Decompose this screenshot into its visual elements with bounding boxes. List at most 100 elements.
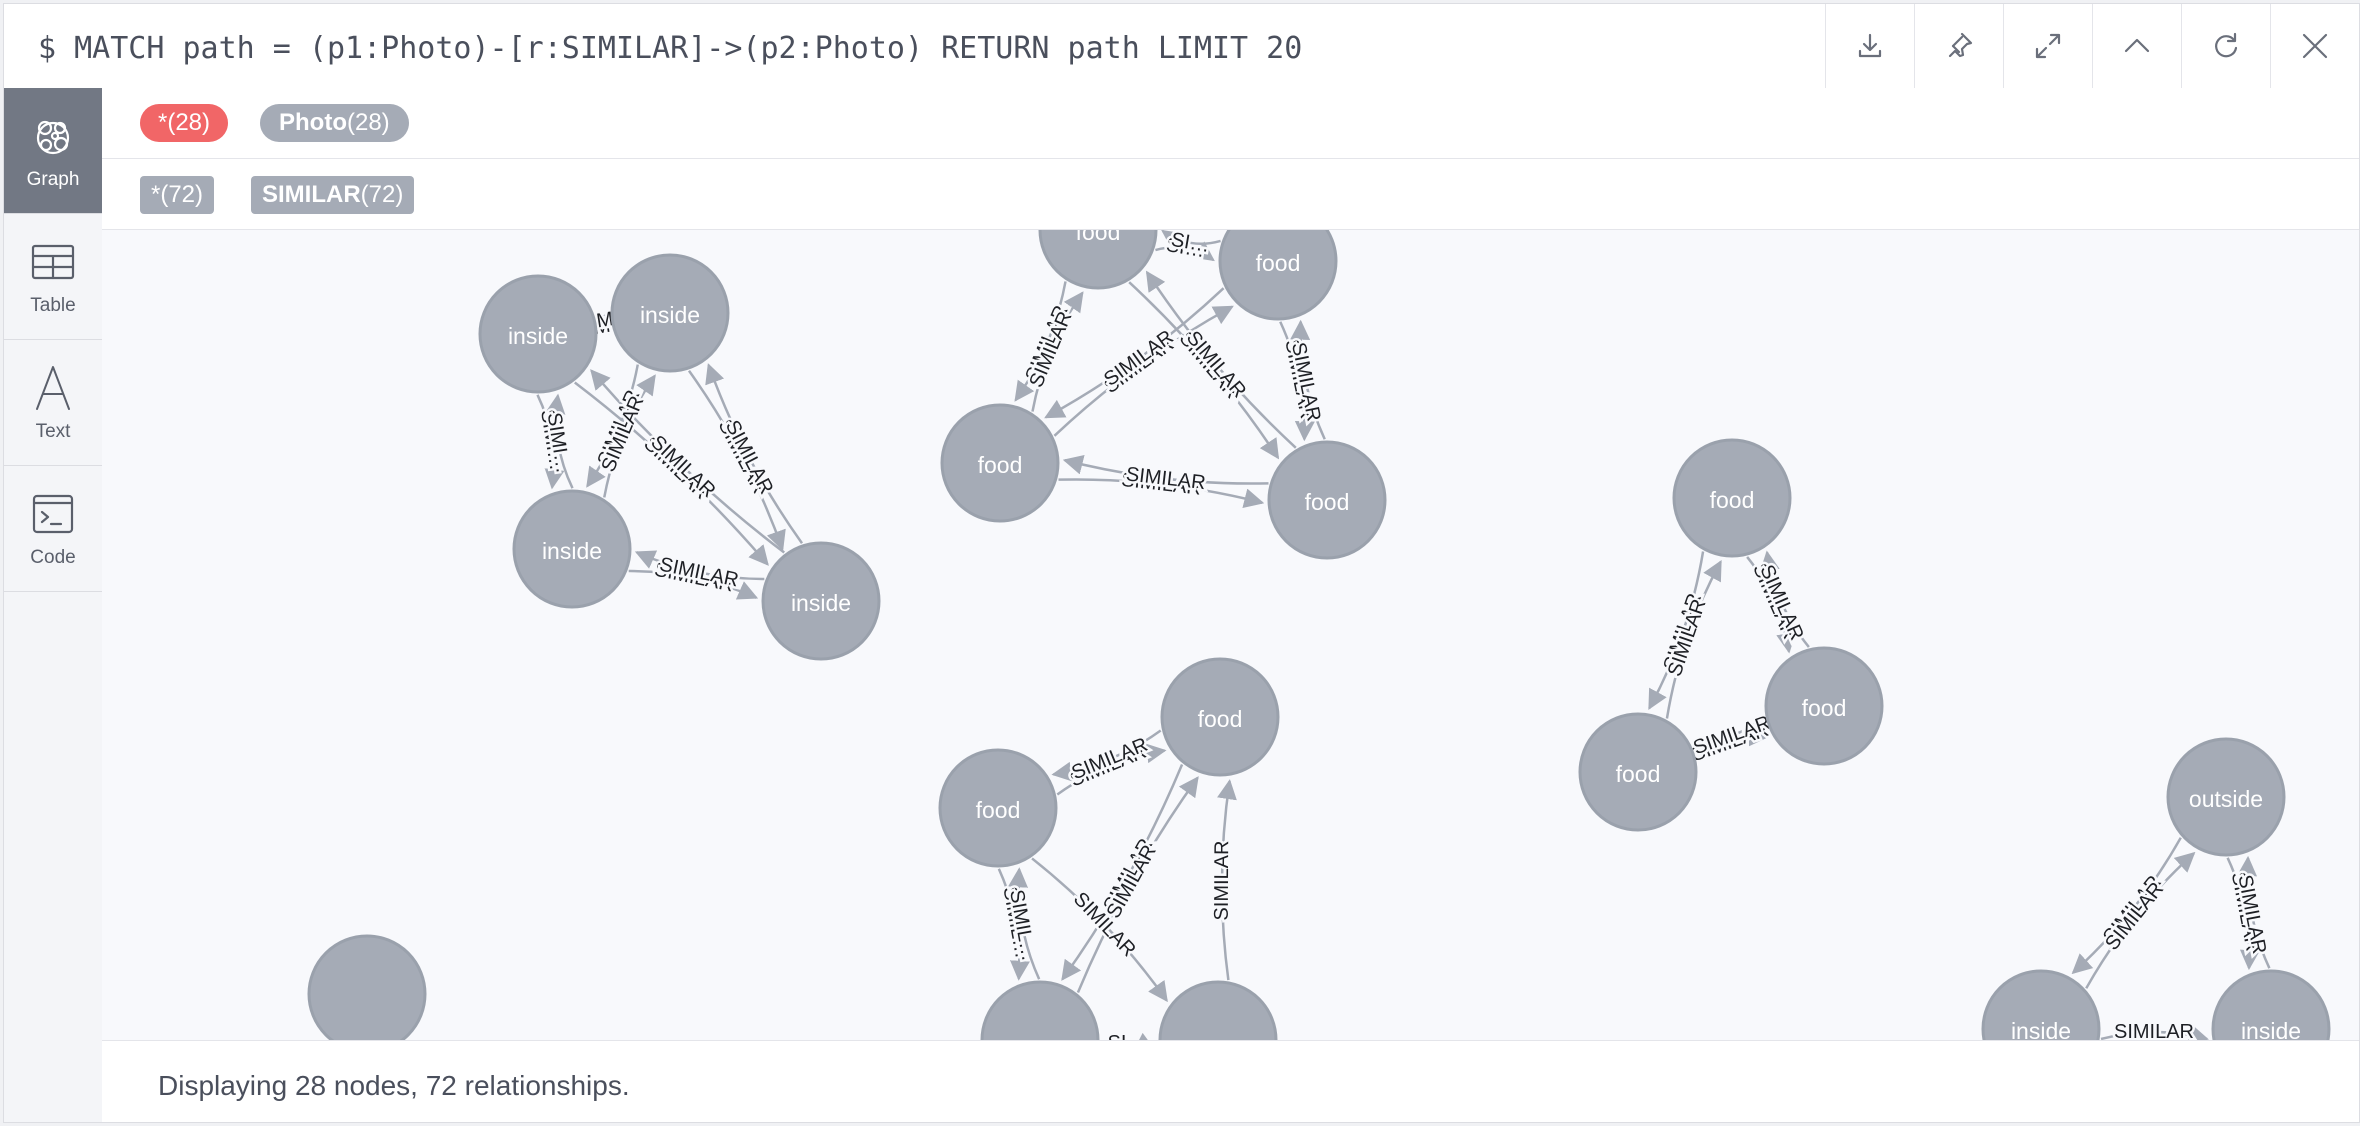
sidebar-item-text[interactable]: Text (4, 340, 102, 466)
relationship-edge[interactable] (2100, 1024, 2209, 1040)
sidebar-item-graph[interactable]: Graph (4, 88, 102, 214)
photo-node-caption: food (1305, 489, 1350, 515)
relationship-edge[interactable] (1008, 867, 1041, 980)
photo-node[interactable]: outside (2166, 737, 2286, 857)
relationship-edge[interactable] (1051, 729, 1162, 782)
photo-node-circle[interactable] (1981, 969, 2101, 1040)
relationship-edge[interactable] (574, 381, 769, 566)
photo-node-circle[interactable] (2166, 737, 2286, 857)
relationship-edge[interactable] (1161, 230, 1221, 250)
relationship-edge[interactable] (1217, 779, 1237, 981)
pin-button[interactable] (1914, 4, 2003, 88)
relationship-edge[interactable] (1014, 281, 1067, 402)
photo-node[interactable]: inside (478, 274, 598, 394)
photo-node[interactable]: inside (761, 541, 881, 661)
relationship-edge[interactable] (1031, 857, 1168, 1003)
photo-node[interactable] (1158, 980, 1278, 1040)
relationship-edge[interactable] (705, 363, 804, 544)
relationship-edge[interactable] (1062, 454, 1269, 485)
download-button[interactable] (1825, 4, 1914, 88)
photo-node[interactable]: food (1672, 438, 1792, 558)
collapse-button[interactable] (2092, 4, 2181, 88)
relationship-edge[interactable] (603, 374, 656, 498)
photo-node-circle[interactable] (1267, 440, 1387, 560)
photo-node-circle[interactable] (2211, 969, 2331, 1040)
relationship-edge[interactable] (1058, 478, 1265, 509)
relationship-edge[interactable] (545, 393, 574, 489)
relationship-edge[interactable] (586, 364, 639, 488)
relationship-edge[interactable] (1759, 550, 1810, 648)
photo-node[interactable]: food (938, 748, 1058, 868)
photo-node[interactable]: food (1578, 712, 1698, 832)
photo-node[interactable]: food (1160, 657, 1280, 777)
photo-node-caption: food (1256, 250, 1301, 276)
relationship-edge[interactable] (2226, 857, 2260, 971)
photo-node[interactable]: inside (2211, 969, 2331, 1040)
photo-node-circle[interactable] (761, 541, 881, 661)
photo-node[interactable]: inside (1981, 969, 2101, 1040)
photo-node[interactable]: food (1764, 646, 1884, 766)
relationship-edge[interactable] (1279, 321, 1315, 442)
relationship-edge[interactable] (590, 369, 785, 554)
relationship-edge[interactable] (1128, 281, 1280, 460)
photo-node-circle[interactable] (1038, 230, 1158, 290)
photo-node-circle[interactable] (980, 980, 1100, 1040)
photo-node-circle[interactable] (1160, 657, 1280, 777)
relationship-edge[interactable] (1061, 764, 1184, 981)
relationship-edge[interactable] (598, 312, 617, 335)
rerun-button[interactable] (2181, 4, 2270, 88)
photo-node[interactable]: food (1038, 230, 1158, 290)
relationship-edge[interactable] (1056, 743, 1167, 796)
rel-type-all-tag[interactable]: *(72) (140, 176, 215, 214)
photo-node[interactable] (980, 980, 1100, 1040)
relationship-edge[interactable] (1697, 726, 1770, 763)
photo-node-caption: inside (508, 323, 568, 349)
photo-node-circle[interactable] (938, 748, 1058, 868)
node-label-all-pill[interactable]: *(28) (140, 104, 229, 142)
photo-node-circle[interactable] (1578, 712, 1698, 832)
photo-node[interactable] (307, 934, 427, 1040)
photo-node-circle[interactable] (1218, 230, 1338, 321)
relationship-edge[interactable] (1746, 556, 1797, 654)
photo-node-circle[interactable] (1764, 646, 1884, 766)
relationship-edge[interactable] (536, 394, 565, 490)
relationship-edge[interactable] (1155, 241, 1215, 262)
relationship-edge[interactable] (1076, 776, 1199, 993)
relationship-edge[interactable] (997, 868, 1030, 981)
photo-node-circle[interactable] (610, 253, 730, 373)
rel-type-similar-tag[interactable]: SIMILAR(72) (251, 176, 415, 214)
photo-node[interactable]: inside (512, 489, 632, 609)
relationship-edge[interactable] (628, 569, 759, 600)
relationship-edge[interactable] (1290, 319, 1326, 440)
relationship-edge[interactable] (2237, 855, 2271, 969)
photo-node-circle[interactable] (1672, 438, 1792, 558)
relationship-edge[interactable] (1044, 287, 1225, 419)
relationship-edge[interactable] (1145, 270, 1297, 449)
node-label-photo-pill[interactable]: Photo(28) (260, 104, 409, 142)
relationship-edge[interactable] (634, 550, 765, 581)
relationship-edge[interactable] (1692, 715, 1765, 752)
photo-node-circle[interactable] (478, 274, 598, 394)
photo-node[interactable]: food (940, 403, 1060, 523)
close-button[interactable] (2270, 4, 2359, 88)
photo-node[interactable]: food (1267, 440, 1387, 560)
graph-svg[interactable]: SIM…SIM…SIMI…SIMI…SIMILARSIMILARSIMILARS… (102, 230, 2360, 1040)
photo-node[interactable]: food (1218, 230, 1338, 321)
query-text[interactable]: $ MATCH path = (p1:Photo)-[r:SIMILAR]->(… (38, 31, 1303, 66)
photo-node-circle[interactable] (307, 934, 427, 1040)
relationship-edge[interactable] (687, 370, 786, 551)
photo-node-circle[interactable] (512, 489, 632, 609)
photo-node-circle[interactable] (940, 403, 1060, 523)
relationship-edge[interactable] (2071, 837, 2182, 975)
expand-button[interactable] (2003, 4, 2092, 88)
sidebar-item-table[interactable]: Table (4, 214, 102, 340)
sidebar-item-code[interactable]: Code (4, 466, 102, 592)
relationship-edge[interactable] (2085, 851, 2196, 989)
relationship-edge[interactable] (1053, 305, 1234, 437)
photo-node[interactable]: inside (610, 253, 730, 373)
relationship-edge[interactable] (1665, 560, 1722, 719)
relationship-edge[interactable] (1031, 291, 1084, 412)
photo-node-circle[interactable] (1158, 980, 1278, 1040)
relationship-edge[interactable] (1648, 551, 1705, 710)
